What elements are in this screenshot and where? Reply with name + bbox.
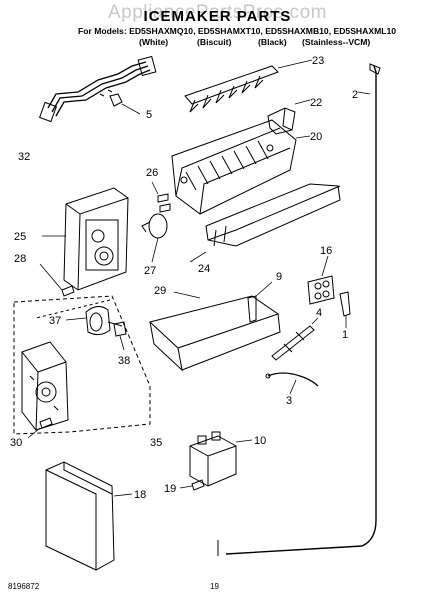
doc-number: 8196872 <box>8 582 40 591</box>
switch-part <box>189 431 253 487</box>
callout-24: 24 <box>198 263 210 275</box>
callout-25: 25 <box>14 231 26 243</box>
thermostat-part <box>141 213 168 263</box>
callout-22: 22 <box>310 97 322 109</box>
callout-30: 30 <box>10 437 22 449</box>
screw-28-part <box>39 263 75 297</box>
assembly-35-box <box>13 295 151 435</box>
wire-harness-part <box>38 55 157 123</box>
mold-part <box>171 119 311 215</box>
module-part <box>21 341 69 431</box>
models-line: For Models: ED5SHAXMQ10, ED5SHAMXT10, ED… <box>78 26 397 36</box>
callout-26: 26 <box>146 167 158 179</box>
callout-35: 35 <box>150 437 162 449</box>
screw-30-part <box>27 417 53 439</box>
clip-part <box>109 93 141 115</box>
callout-28: 28 <box>14 253 26 265</box>
callout-5: 5 <box>146 109 152 121</box>
fill-rod-part <box>217 63 381 556</box>
callout-23: 23 <box>312 55 324 67</box>
ejector-part <box>184 59 313 113</box>
connector-38-part <box>113 321 127 351</box>
callout-9: 9 <box>276 271 282 283</box>
housing-part <box>42 187 129 291</box>
callout-29: 29 <box>154 285 166 297</box>
callout-4: 4 <box>316 307 322 319</box>
callout-20: 20 <box>310 131 322 143</box>
callout-3: 3 <box>286 395 292 407</box>
color-white: (White) <box>139 37 169 47</box>
fill-tube-part <box>271 317 319 361</box>
screw-pair-part <box>151 181 171 213</box>
callout-37: 37 <box>49 315 61 327</box>
callout-2: 2 <box>352 89 358 101</box>
callout-27: 27 <box>144 265 156 277</box>
wire-3-part <box>265 372 319 395</box>
screw-1-part <box>339 291 351 328</box>
heater-part <box>189 183 341 263</box>
page-title: ICEMAKER PARTS <box>143 8 292 25</box>
color-black: (Black) <box>258 37 287 47</box>
screw-19-part <box>179 479 205 491</box>
callout-32: 32 <box>18 151 30 163</box>
callout-16: 16 <box>320 245 332 257</box>
bracket-part <box>307 255 335 305</box>
callout-38: 38 <box>118 355 130 367</box>
cover-part <box>267 99 311 135</box>
callout-18: 18 <box>134 489 146 501</box>
callout-1: 1 <box>342 329 348 341</box>
page-number: 19 <box>210 582 219 591</box>
screw-9-part <box>247 281 273 323</box>
bin-part <box>45 461 133 571</box>
color-biscuit: (Biscuit) <box>197 37 232 47</box>
motor-part <box>65 306 123 336</box>
color-stainless: (Stainless--VCM) <box>302 37 371 47</box>
watermark: AppliancePartsPros.com <box>107 2 328 23</box>
callout-19: 19 <box>164 483 176 495</box>
callout-10: 10 <box>254 435 266 447</box>
cover-plate-part <box>148 291 281 372</box>
